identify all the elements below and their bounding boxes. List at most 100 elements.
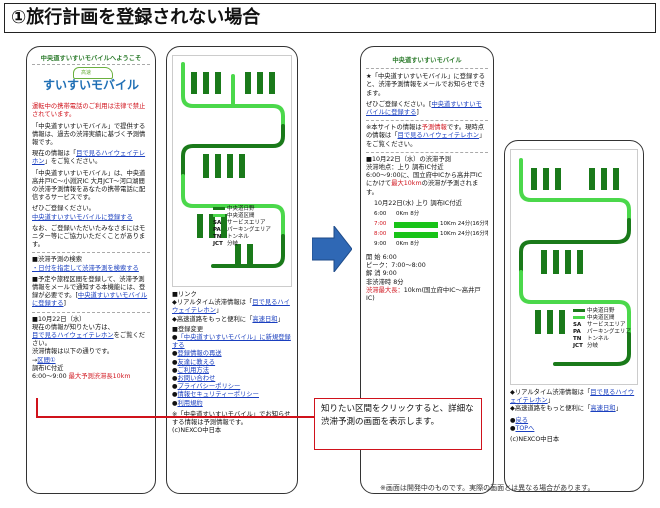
now-text-1: 現在の情報は「: [32, 150, 77, 158]
code-label: パーキングエリア: [587, 329, 631, 335]
slide-title: ①旅行計画を登録されない場合: [4, 3, 656, 33]
legend-item-0: 中央道日野: [573, 308, 631, 315]
p4-copyright: (c)NEXCO中日本: [510, 436, 560, 444]
p2-copyright: (c)NEXCO中日本: [172, 427, 222, 435]
car-icon: [73, 67, 113, 80]
station-marker: [559, 310, 565, 334]
area-text: 「中央道すいすいモバイル」は、中央道 高井戸IC～小淵沢IC 大月JCT～河口湖…: [32, 169, 146, 202]
code-label: トンネル: [227, 234, 249, 240]
code: SA: [213, 220, 222, 226]
arrow-icon: →: [32, 356, 38, 364]
end-time: 解 消 9:00: [366, 270, 397, 278]
route-map-svg: [181, 62, 285, 268]
reg-change-title: ■登録変更: [172, 325, 204, 333]
route-line: [553, 332, 631, 366]
desc-text: の渋滞が予測されます。: [366, 180, 479, 196]
chart-category-label: 9:00: [374, 241, 387, 248]
register-menu-link[interactable]: 情報セキュリティーポリシー: [177, 391, 259, 399]
date-link[interactable]: 目で見るハイウェイテレホン: [32, 332, 114, 340]
chart-category-label: 6:00: [374, 211, 387, 218]
register-menu: ●登録情報の再送●友達に教える●ご利用方法●お問い合わせ●プライバシーポリシー●…: [172, 350, 292, 407]
p1-header: 中央道すいすいモバイルへようこそ: [32, 55, 150, 66]
link-row-2: ◆高速道路をもっと便利に「高速日和」: [172, 316, 292, 324]
legend-label: 中央道日野: [227, 206, 255, 212]
new-register-link[interactable]: 「中央道すいすいモバイル」に新規登録する: [172, 334, 291, 350]
p3-highway-phone-link[interactable]: 目で見るハイウェイテレホン: [397, 132, 480, 140]
legend-label: 中央道区間: [587, 315, 615, 321]
link-prefix: ◆リアルタイム渋滞情報は「: [510, 389, 591, 396]
max-length-row: 渋滞最大長：10km(国立府中IC～高井戸IC): [366, 287, 488, 303]
date-heading: ■10月22日（水）: [32, 315, 86, 323]
p3-note: ※本サイトの情報は予測情報です。現時点の情報は「目で見るハイウェイテレホン」をご…: [366, 124, 488, 149]
code-label: 分岐: [587, 343, 599, 349]
route-line: [519, 270, 631, 336]
time-range: 6:00～9:00: [32, 373, 67, 381]
code: PA: [213, 227, 221, 233]
normal-duration: 非渋滞時 8分: [366, 278, 404, 286]
chart-data-label: 10Km 24分(16分増): [440, 221, 488, 228]
code: SA: [573, 322, 582, 328]
email-register-link[interactable]: 中央道すいすいモバイルに登録する: [32, 292, 148, 308]
chart-title: 10月22日(水) 上り 調布IC付近: [374, 199, 462, 207]
link-suffix: 」: [615, 405, 622, 413]
register-menu-link[interactable]: 登録情報の再送: [177, 350, 222, 358]
station-marker: [547, 310, 553, 334]
p2-footnote: ※「中央道すいすいモバイル」でお知らせする情報は予測情報です。: [172, 410, 291, 427]
p4-highway-phone-link[interactable]: 目で見るハイウェイテレホン: [510, 389, 635, 405]
bullet-icon: ●: [172, 391, 178, 399]
station-marker: [227, 154, 233, 178]
legend-swatch: [213, 214, 225, 217]
section-link[interactable]: 区間①: [37, 356, 56, 364]
bullet-icon: ●: [172, 375, 178, 383]
code: PA: [573, 329, 581, 335]
now-link[interactable]: 目で見るハイウェイテレホン: [32, 150, 146, 166]
back-link[interactable]: 戻る: [515, 416, 529, 424]
legend-swatch: [213, 207, 225, 210]
now-info: 現在の情報は「目で見るハイウェイテレホン」をご覧ください。: [32, 150, 150, 166]
legend-code-pa: PA パーキングエリア: [573, 329, 631, 336]
p3-register-row: ぜひご登録ください。[中央道すいすいモバイルに登録する]: [366, 101, 488, 117]
station-marker: [247, 244, 253, 264]
kosoku-biyori-link[interactable]: 高速日和: [252, 315, 278, 323]
jam-spot: 渋滞地点：上り 調布IC付近: [366, 164, 444, 172]
register-menu-link[interactable]: 利用規約: [177, 399, 203, 407]
search-link[interactable]: ・日付を指定して渋滞予測を検索する: [32, 264, 139, 272]
p3-reg-prefix: ぜひご登録ください。[: [366, 100, 432, 108]
top-link[interactable]: TOPへ: [515, 424, 535, 432]
p3-register-link[interactable]: 中央道すいすいモバイルに登録する: [366, 100, 482, 117]
bullet-icon: ●: [172, 383, 178, 391]
highway-phone-link[interactable]: 目で見るハイウェイテレホン: [172, 299, 290, 315]
start-time: 開 始 6:00: [366, 254, 397, 262]
legend-swatch: [573, 309, 585, 312]
station-marker: [203, 72, 209, 94]
link-suffix: 」: [547, 397, 554, 405]
station-marker: [577, 250, 583, 274]
note-text: です。現時点の情報は「: [366, 124, 484, 140]
email-text-1: ■予定や旅程区間を登録して、渋滞予測情報をメールで通知する本機能には、登録が必要…: [32, 275, 146, 300]
route-line: [519, 218, 631, 274]
station-marker: [239, 154, 245, 178]
p4-kosoku-biyori-link[interactable]: 高速日和: [590, 405, 616, 413]
register-menu-item: ●友達に教える: [172, 359, 292, 367]
chart-bar: [394, 231, 438, 238]
note-red-text: 予測情報: [421, 124, 447, 132]
p3-reg-suffix: ]: [416, 109, 419, 117]
register-menu-link[interactable]: ご利用方法: [177, 366, 209, 374]
register-link[interactable]: 中央道すいすいモバイルに登録する: [32, 213, 133, 221]
link-suffix: 」: [215, 307, 223, 315]
footnote: ※画面は開発中のものです。実際の画面とは異なる場合があります。: [380, 484, 595, 492]
register-menu-link[interactable]: プライバシーポリシー: [177, 383, 241, 391]
divider: [366, 120, 488, 122]
new-register-row: ●「中央道すいすいモバイル」に新規登録する: [172, 334, 291, 350]
register-menu-link[interactable]: お問い合わせ: [177, 375, 216, 383]
register-menu-link[interactable]: 友達に教える: [177, 358, 216, 366]
route-line: [211, 234, 285, 268]
